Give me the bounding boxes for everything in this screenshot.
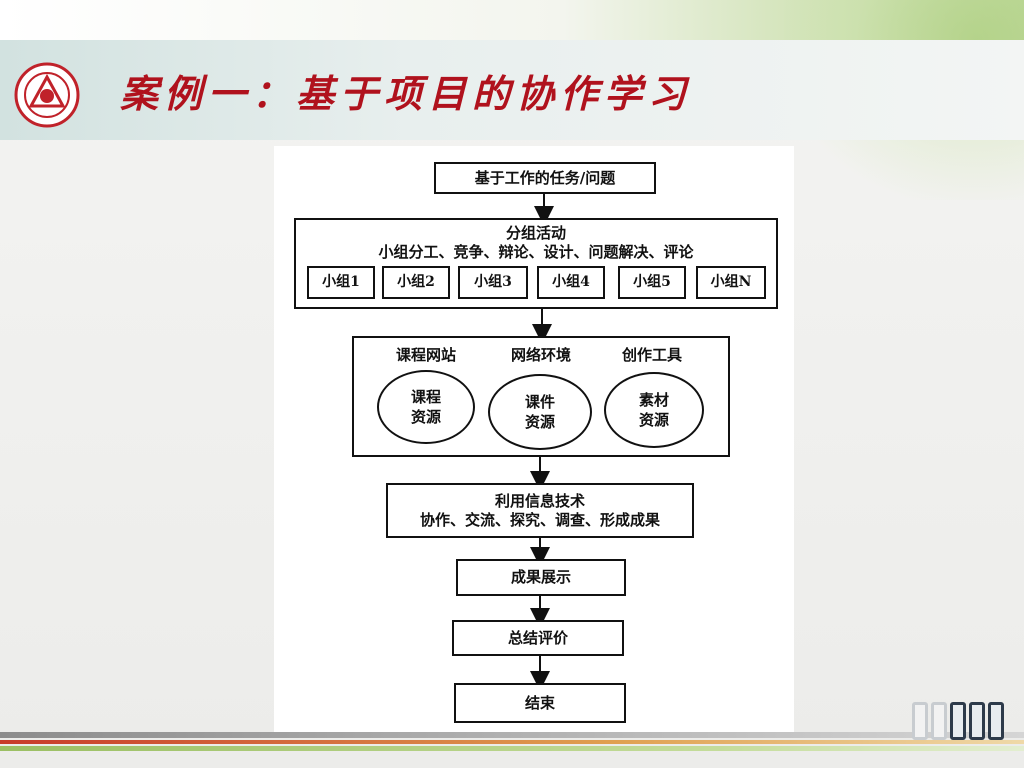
evaluation-box: 总结评价 — [452, 620, 624, 656]
page-digit-box — [950, 702, 966, 740]
circle-1-line2: 资源 — [410, 408, 441, 426]
group-5-box: 小组5 — [618, 266, 686, 299]
page-digit-box — [912, 702, 928, 740]
it-use-line1: 利用信息技术 — [494, 491, 585, 510]
it-use-box: 利用信息技术 协作、交流、探究、调查、形成成果 — [386, 483, 694, 538]
footer-stripe-green — [0, 746, 1024, 751]
circle-material-resources: 素材 资源 — [604, 372, 704, 448]
circle-courseware-resources: 课件 资源 — [488, 374, 592, 450]
group-3-label: 小组3 — [474, 274, 512, 290]
group-1-label: 小组1 — [322, 274, 360, 290]
slide-title: 案例一：基于项目的协作学习 — [120, 71, 693, 116]
group-2-box: 小组2 — [382, 266, 450, 299]
title-bar — [0, 40, 1024, 140]
group-5-label: 小组5 — [633, 274, 671, 290]
group-activity-title: 分组活动 — [505, 224, 566, 242]
group-n-box: 小组N — [696, 266, 766, 299]
group-n-label: 小组N — [710, 274, 752, 290]
flow-diagram: 基于工作的任务/问题 分组活动 小组分工、竞争、辩论、设计、问题解决、评论 小组… — [274, 146, 794, 734]
label-authoring-tools: 创作工具 — [622, 346, 683, 364]
school-logo-icon — [14, 62, 80, 128]
evaluation-label: 总结评价 — [507, 628, 568, 647]
task-label: 基于工作的任务/问题 — [474, 168, 616, 187]
page-digit-box — [969, 702, 985, 740]
label-network-env: 网络环境 — [511, 346, 572, 364]
circle-3-line2: 资源 — [638, 411, 669, 429]
end-box: 结束 — [454, 683, 626, 723]
showcase-label: 成果展示 — [510, 568, 571, 586]
group-2-label: 小组2 — [397, 274, 435, 290]
end-label: 结束 — [524, 693, 555, 712]
group-activity-subtitle: 小组分工、竞争、辩论、设计、问题解决、评论 — [378, 243, 694, 261]
group-3-box: 小组3 — [458, 266, 528, 299]
showcase-box: 成果展示 — [456, 559, 626, 596]
page-number-decoration — [912, 702, 1004, 746]
circle-1-line1: 课程 — [410, 388, 441, 406]
label-course-website: 课程网站 — [396, 346, 457, 364]
group-4-label: 小组4 — [552, 274, 590, 290]
footer-stripe-red — [0, 740, 1024, 744]
circle-2-line2: 资源 — [524, 413, 555, 431]
footer-stripe-gray — [0, 732, 1024, 738]
circle-course-resources: 课程 资源 — [377, 370, 475, 444]
page-digit-box — [931, 702, 947, 740]
circle-2-line1: 课件 — [524, 393, 555, 411]
task-box: 基于工作的任务/问题 — [434, 162, 656, 194]
group-4-box: 小组4 — [537, 266, 605, 299]
flow-arrows — [530, 194, 554, 691]
it-use-line2: 协作、交流、探究、调查、形成成果 — [419, 510, 660, 529]
group-1-box: 小组1 — [307, 266, 375, 299]
circle-3-line1: 素材 — [638, 391, 669, 409]
page-digit-box — [988, 702, 1004, 740]
